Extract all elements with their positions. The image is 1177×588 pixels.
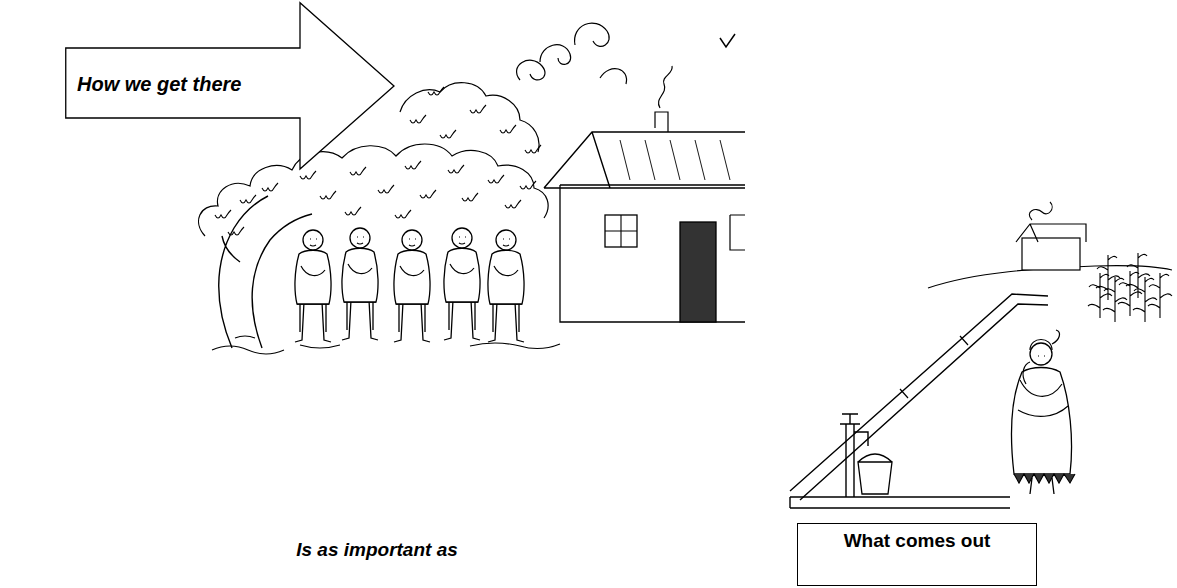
woman-head — [1030, 343, 1052, 365]
pipe-joint — [900, 336, 968, 398]
house-wall — [560, 185, 745, 322]
tree — [199, 83, 548, 348]
leaf-mark — [378, 185, 394, 193]
tree-canopy — [199, 144, 548, 236]
side-window — [730, 215, 745, 250]
corn-plant — [1103, 277, 1127, 322]
connecting-phrase: Is as important as — [262, 538, 492, 561]
leaf-mark — [448, 165, 464, 173]
leaf-mark — [240, 195, 256, 203]
chimney-smoke — [655, 66, 672, 132]
bird — [720, 34, 735, 47]
window-bars — [605, 215, 637, 247]
node-text: What comes out — [798, 529, 1036, 552]
ground-pipe — [790, 497, 1010, 508]
woman-dress — [1012, 368, 1072, 475]
door — [680, 222, 716, 322]
small-house-roof — [1016, 224, 1086, 242]
person — [295, 230, 331, 342]
bucket — [858, 454, 892, 494]
leaf-mark — [215, 210, 231, 218]
leaf-mark — [405, 161, 421, 169]
leaf-mark — [410, 115, 426, 123]
swirl — [517, 23, 627, 84]
seated-people — [295, 228, 524, 342]
leaf-mark — [500, 125, 516, 133]
leaf-mark — [350, 167, 366, 175]
person — [342, 228, 378, 340]
leaf-mark — [228, 227, 244, 235]
smoke — [1029, 202, 1052, 220]
leaf-mark — [345, 207, 361, 215]
pipe — [790, 294, 1048, 500]
dress-hem — [1014, 474, 1075, 483]
water-scene — [790, 202, 1172, 508]
node-text: How we get there — [77, 72, 395, 96]
person — [444, 228, 480, 340]
person — [394, 230, 430, 342]
small-house — [1022, 238, 1080, 270]
woman-shawl — [1018, 380, 1068, 416]
leaf-mark — [505, 200, 521, 208]
roof-hatching — [620, 140, 730, 180]
window — [605, 215, 637, 247]
leaf-mark — [395, 210, 411, 218]
leaf-mark — [462, 193, 478, 201]
leaf-mark — [470, 105, 486, 113]
house — [544, 66, 745, 322]
woman — [1012, 330, 1075, 494]
leaf-mark — [420, 190, 436, 198]
leaf-mark — [520, 181, 536, 189]
head-wrap — [1030, 330, 1059, 356]
arrow-banner: How we get there — [65, 2, 395, 170]
house-roof — [544, 132, 745, 188]
leaf-mark — [320, 191, 336, 199]
ground — [212, 336, 560, 354]
arrow-outline — [66, 3, 394, 169]
leaf-mark — [262, 183, 278, 191]
corn-plant — [1096, 255, 1120, 300]
leaf-mark — [440, 130, 456, 138]
leaf-mark — [300, 171, 316, 179]
woman-arm — [1023, 362, 1030, 384]
caption-box: What comes out — [797, 523, 1037, 586]
leaf-mark — [488, 175, 504, 183]
corn-plant — [1126, 253, 1150, 298]
person — [488, 230, 524, 342]
corn-plant — [1133, 277, 1157, 322]
tree-canopy-top — [400, 83, 539, 152]
corn-plant — [1148, 273, 1172, 318]
